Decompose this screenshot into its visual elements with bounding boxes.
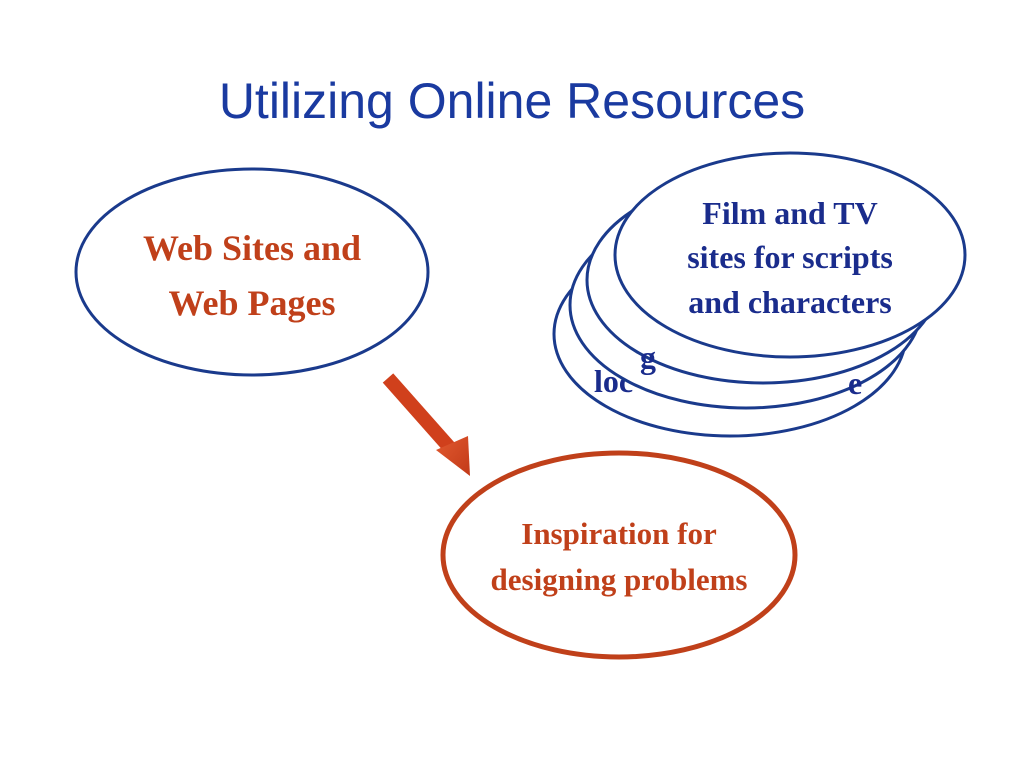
source-bubble-outline <box>74 167 430 377</box>
stack-bubble-front-outline <box>613 151 967 359</box>
target-bubble: Inspiration for designing problems <box>440 450 798 660</box>
stack-bubble-back-2-partial-text: e <box>848 365 862 401</box>
source-bubble: Web Sites and Web Pages <box>74 167 430 377</box>
resource-bubble-stack: loc e g Film and TV sites for scripts an… <box>552 151 967 438</box>
page-title: Utilizing Online Resources <box>219 73 805 129</box>
source-bubble-line-2: Web Pages <box>169 283 336 323</box>
stack-bubble-front-line-1: Film and TV <box>702 195 877 231</box>
target-bubble-line-1: Inspiration for <box>521 516 717 551</box>
target-bubble-outline <box>440 450 798 660</box>
stack-bubble-front-line-3: and characters <box>688 284 892 320</box>
stack-bubble-front: Film and TV sites for scripts and charac… <box>613 151 967 359</box>
stack-bubble-back-1-partial-text: g <box>640 339 656 375</box>
stack-bubble-front-line-2: sites for scripts <box>687 239 893 275</box>
target-bubble-line-2: designing problems <box>491 562 748 597</box>
arrow-down-right-icon <box>382 373 470 476</box>
source-bubble-line-1: Web Sites and <box>143 228 361 268</box>
